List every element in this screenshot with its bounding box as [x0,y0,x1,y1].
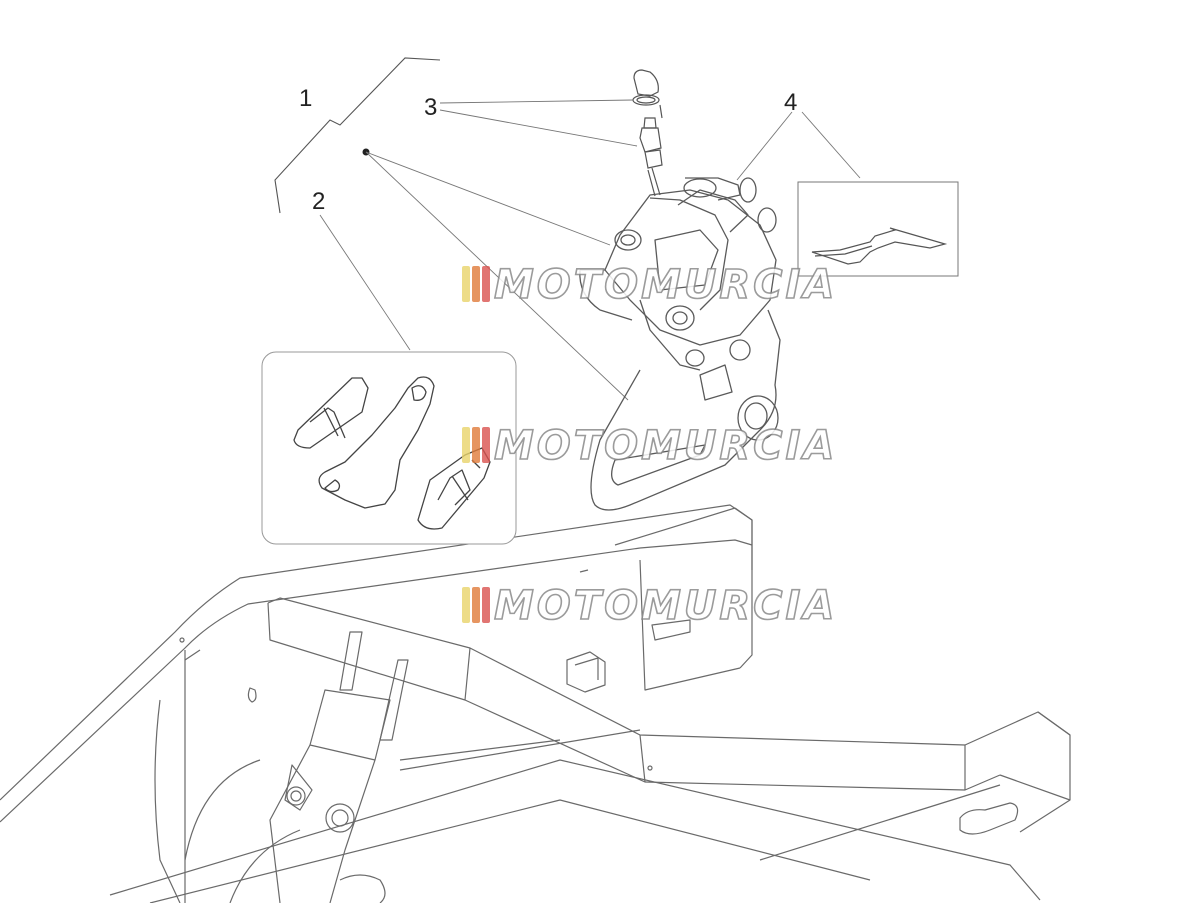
callout-3: 3 [424,94,437,121]
watermark-logo-stripes [462,266,490,302]
watermark-1: MOTOMURCIA [462,261,837,309]
swingarm-frame [0,504,1071,903]
leader-lines-2 [319,214,411,351]
leader-lines-3 [439,99,638,147]
watermark-3: MOTOMURCIA [462,582,837,630]
bleed-valve-icon [632,69,663,197]
pad-spring-box [797,181,959,277]
callout-2: 2 [312,188,325,215]
watermark-text: MOTOMURCIA [494,583,837,629]
brake-caliper-assembly-icon [579,177,781,511]
watermark-logo-stripes [462,427,490,463]
watermark-text: MOTOMURCIA [494,423,837,469]
watermark-logo-stripes [462,587,490,623]
pad-spring-icon [811,227,948,265]
brake-pads-icon [293,376,491,530]
callout-1: 1 [299,85,312,112]
watermark-2: MOTOMURCIA [462,422,837,470]
leader-lines-4 [736,111,861,181]
watermark-text: MOTOMURCIA [494,262,837,308]
leader-lines-1 [365,151,629,401]
callout-4: 4 [784,89,797,116]
assembly-bracket [274,57,441,214]
brake-pads-box [261,351,517,545]
